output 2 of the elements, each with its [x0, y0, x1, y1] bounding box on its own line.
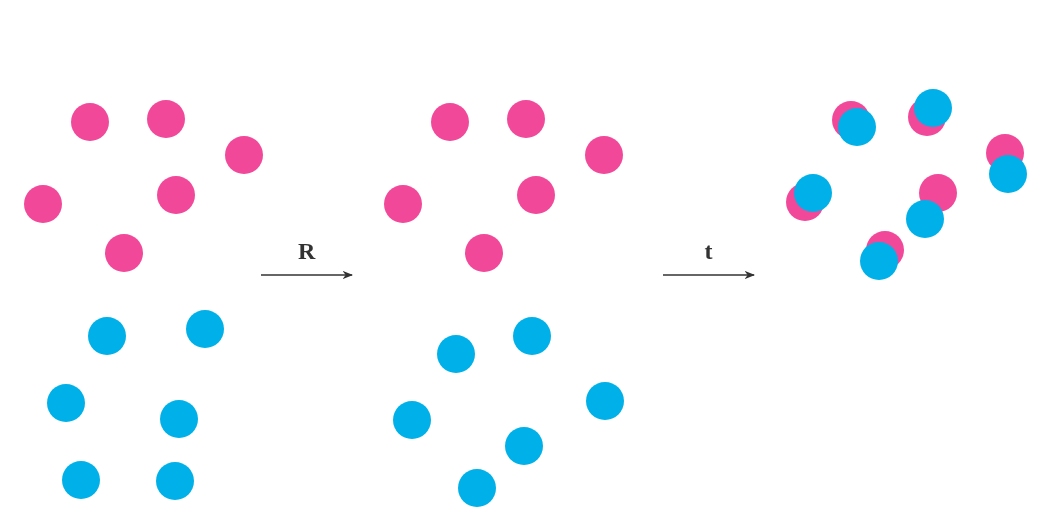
transform-label: R	[298, 239, 316, 263]
transform-label: t	[704, 239, 713, 263]
